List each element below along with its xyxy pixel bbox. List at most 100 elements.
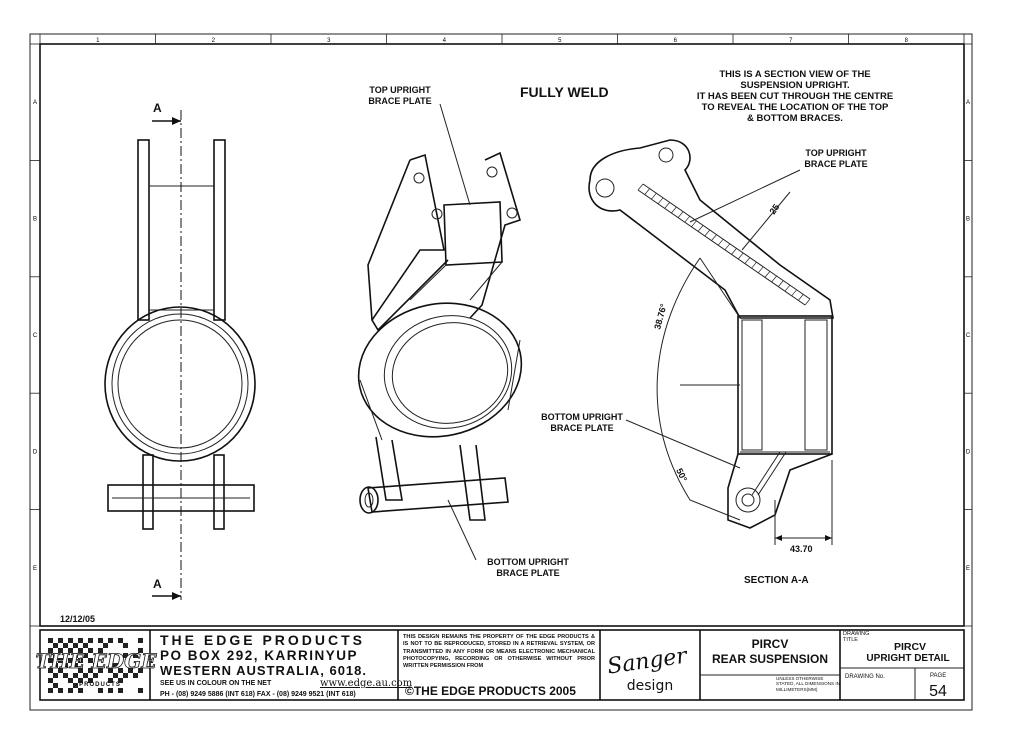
hatch-line [725,244,730,250]
logo-checker-cell [93,673,98,678]
logo-checker-cell [63,643,68,648]
page-number: 54 [929,683,947,700]
hatch-line [772,276,777,282]
column-zone-label: 6 [674,38,678,44]
drawing-title-line2: UPRIGHT DETAIL [866,653,949,664]
row-zone-label: E [33,566,37,572]
hatch-line [711,235,716,241]
logo-checker-cell [58,688,63,693]
hatch-line [665,202,670,208]
row-zone-label: E [966,566,970,572]
designer-sub: design [627,678,673,694]
row-zone-label: C [33,333,38,339]
logo-checker-cell [48,678,53,683]
bottom-brace-label-iso: BOTTOM UPRIGHT [487,557,569,567]
logo-checker-cell [73,683,78,688]
logo-checker-cell [138,688,143,693]
front-view [105,110,255,600]
hatch-line [785,285,790,291]
hatch-line [745,258,750,264]
row-zone-label: D [966,449,971,455]
hatch-line [678,212,683,218]
hatch-line [765,271,770,277]
company-address-line2: WESTERN AUSTRALIA, 6018. [160,663,367,678]
logo-checker-cell [48,638,53,643]
logo-checker-cell [108,688,113,693]
hatch-line [698,225,703,231]
section-note-line: THIS IS A SECTION VIEW OF THE [719,69,870,80]
units-note: UNLESS OTHERWISE STATED, ALL DIMENSIONS … [776,676,840,692]
logo-checker-cell [123,673,128,678]
column-zone-label: 1 [96,38,100,44]
logo-checker-cell [68,638,73,643]
hatch-line [805,299,810,305]
column-zone-label: 7 [789,38,793,44]
phone-fax-line: PH - (08) 9249 5886 (INT 618) FAX - (08)… [160,691,356,698]
logo-checker-cell [68,678,73,683]
section-note-line: & BOTTOM BRACES. [747,113,843,124]
logo-checker-cell [68,688,73,693]
logo-checker-cell [78,638,83,643]
svg-text:THE EDGE: THE EDGE [36,649,158,673]
web-line: SEE US IN COLOUR ON THE NET [160,680,272,687]
leader-lines [440,104,800,560]
column-zone-label: 4 [443,38,447,44]
web-url[interactable]: www.edge.au.com [320,678,413,689]
logo-checker-cell [63,673,68,678]
bottom-brace-label-section: BOTTOM UPRIGHT [541,412,623,422]
hatch-line [758,267,763,273]
copyright-owner: ©THE EDGE PRODUCTS 2005 [405,684,576,698]
logo-checker-cell [108,638,113,643]
row-zone-label: A [33,100,37,106]
hatch-line [732,248,737,254]
drawing-title-line1: PIRCV [894,641,926,653]
company-address-line1: PO BOX 292, KARRINYUP [160,648,358,663]
bottom-brace-label-section: BRACE PLATE [550,423,613,433]
hatch-line [798,294,803,300]
hatch-line [638,184,643,190]
logo-checker-cell [48,688,53,693]
hatch-line [651,193,656,199]
drawing-title-label: DRAWING TITLE [843,631,875,643]
hatch-line [792,290,797,296]
section-marker-bottom: A [153,577,162,591]
logo-checker-cell [83,643,88,648]
logo-checker-cell [103,643,108,648]
section-view [589,140,833,545]
logo-checker-cell [73,673,78,678]
logo-checker-cell [98,688,103,693]
top-brace-label-iso: BRACE PLATE [368,96,431,106]
logo-checker-cell [53,683,58,688]
hatch-line [691,221,696,227]
hatch-line [718,239,723,245]
hatch-line [658,198,663,204]
logo-checker-cell [83,673,88,678]
hatch-line [671,207,676,213]
hatch-line [738,253,743,259]
project-line2: REAR SUSPENSION [712,652,828,666]
section-note-line: SUSPENSION UPRIGHT. [740,80,849,91]
top-brace-label-iso: TOP UPRIGHT [369,85,431,95]
section-marker-top: A [153,101,162,115]
hatch-line [705,230,710,236]
isometric-view [346,153,534,520]
section-note-line: TO REVEAL THE LOCATION OF THE TOP [702,102,889,113]
logo-checker-cell [123,643,128,648]
section-note-line: IT HAS BEEN CUT THROUGH THE CENTRE [697,91,893,102]
edge-logo: THE EDGE PRODUCTS [36,638,158,694]
row-zone-label: A [966,100,970,106]
dimension-angle-50: 50° [674,467,689,484]
column-zone-label: 2 [212,38,216,44]
designer-script: Sanger [606,643,690,679]
logo-checker-cell [113,673,118,678]
legal-notice: THIS DESIGN REMAINS THE PROPERTY OF THE … [403,634,595,670]
column-zone-label: 3 [327,38,331,44]
svg-text:PRODUCTS: PRODUCTS [79,682,121,688]
column-zone-label: 8 [905,38,909,44]
outer-frame [30,34,972,710]
top-brace-label-section: TOP UPRIGHT [805,148,867,158]
logo-checker-cell [98,638,103,643]
row-zone-label: B [33,217,37,223]
drawing-no-label: DRAWING No. [845,674,885,680]
hatch-line [778,281,783,287]
